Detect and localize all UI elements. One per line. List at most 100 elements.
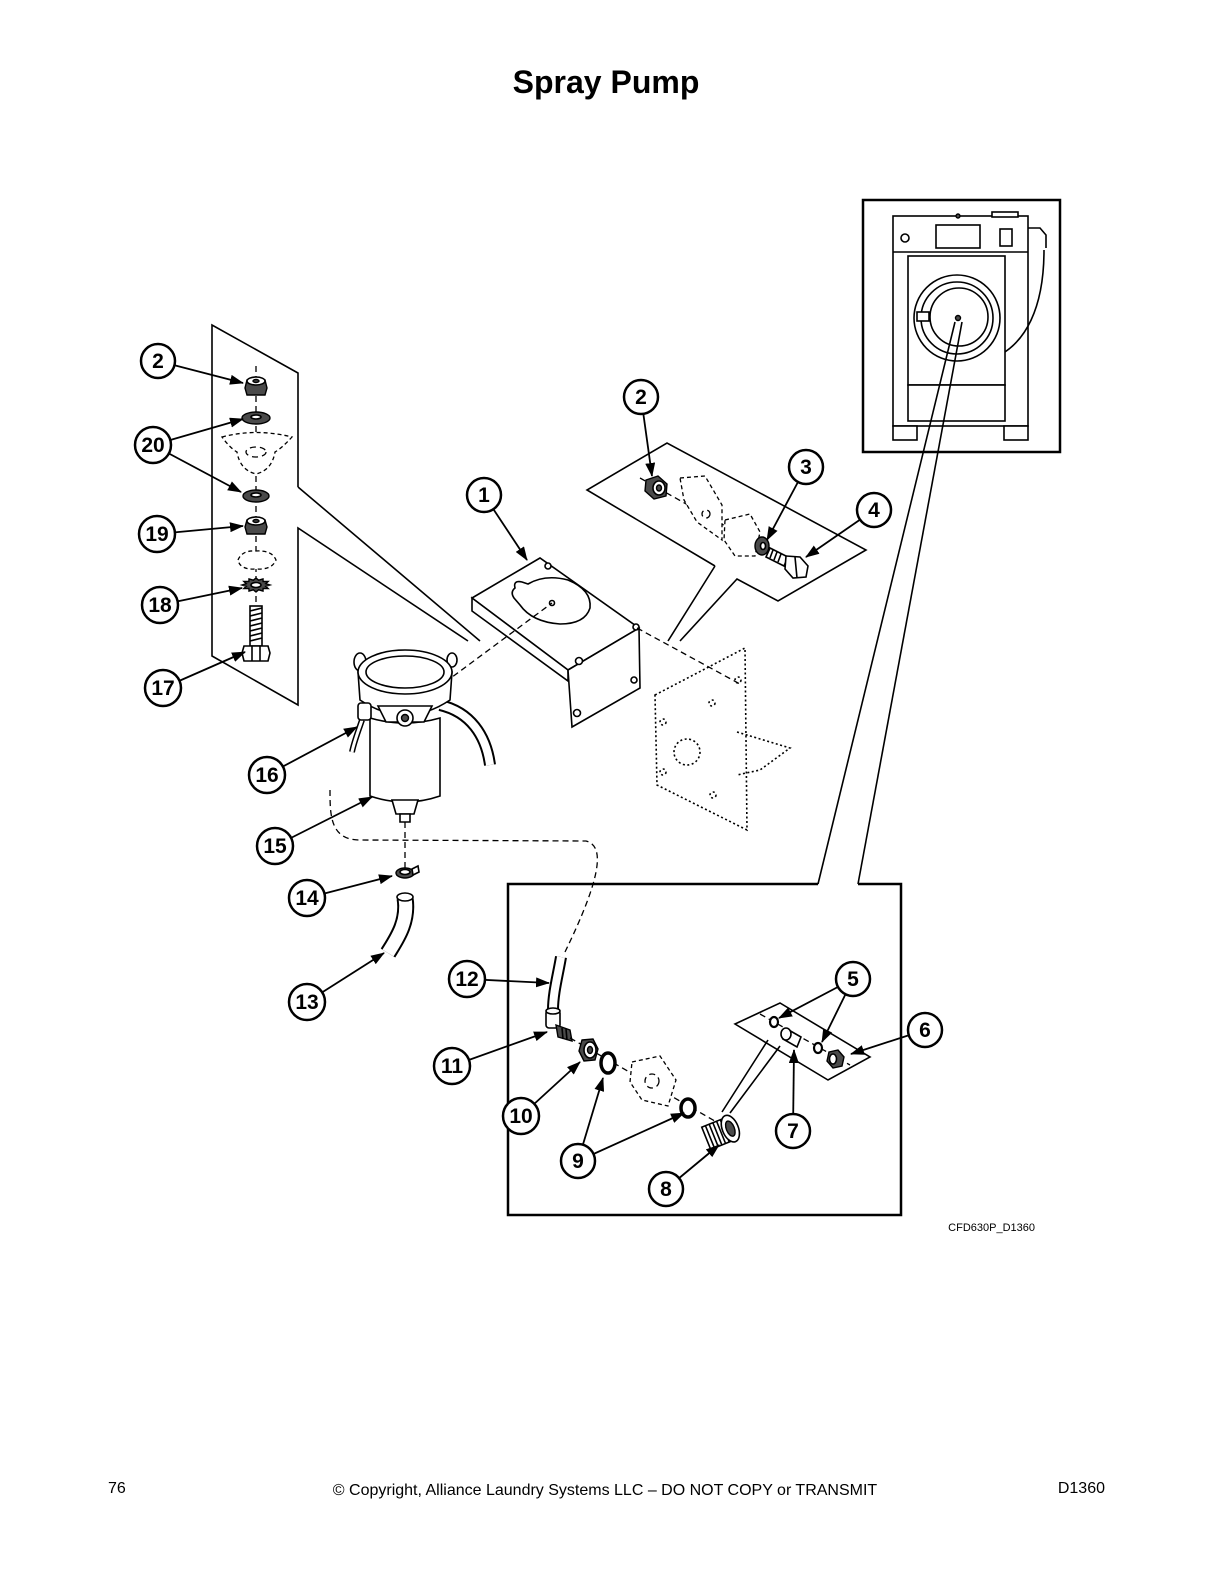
machine-top-vent (991, 211, 1019, 218)
callout-circle (143, 668, 183, 708)
callout-label: 3 (800, 456, 812, 479)
bracket-hardware-panel (585, 442, 868, 642)
callout-13-hose: 13 (287, 982, 327, 1022)
washer-inner (250, 492, 262, 498)
nut-hole (252, 518, 260, 524)
elbow-top (545, 1007, 561, 1015)
hex-nut (244, 516, 268, 535)
callout-12-hose: 12 (447, 959, 487, 999)
washer-lower (242, 489, 270, 503)
callout-label: 11 (441, 1055, 464, 1078)
hose-route-line (329, 789, 598, 953)
drum-center (954, 314, 962, 322)
machine-top-bolt (955, 213, 961, 219)
nozzle-centerline (759, 1013, 851, 1066)
nozzle-plate (733, 1002, 872, 1081)
callout-10-nut: 10 (501, 1096, 541, 1136)
fitting-bore (724, 1120, 736, 1137)
supply-hose (547, 955, 567, 1011)
washer-inner (250, 414, 262, 420)
callout-label: 20 (141, 434, 164, 457)
callout-label: 4 (868, 499, 880, 522)
panel-outline (629, 1055, 677, 1107)
wall-plate-hole-small (709, 791, 717, 799)
o-ring-upper (599, 1051, 617, 1075)
mount-grommet-reference (220, 431, 294, 475)
machine-bracket-reference (654, 646, 792, 832)
callout-17-bolt: 17 (143, 668, 183, 708)
callout-label: 2 (152, 350, 164, 373)
callout-label: 13 (295, 991, 318, 1014)
bracket-to-wall-line (636, 627, 741, 685)
spray-nozzle-detail-box (506, 321, 963, 1217)
pump-drain-fitting (390, 799, 420, 815)
mounting-bracket (470, 557, 641, 729)
bracket-reference-1 (679, 475, 723, 542)
callout-1-bracket: 1 (465, 476, 503, 514)
callout-circle (774, 1112, 812, 1150)
callout-circle (255, 826, 295, 866)
callout-18-star-washer: 18 (140, 585, 180, 625)
lock-nut (644, 475, 668, 500)
callout-circle (133, 425, 173, 465)
star-washer-hole (250, 581, 262, 589)
bracket-reference-hole (701, 509, 711, 519)
hose-clamp (395, 864, 420, 879)
star-washer (239, 577, 273, 593)
callout-label: 15 (263, 835, 287, 858)
callout-label: 17 (151, 677, 174, 700)
grommet-outline (220, 431, 294, 475)
bracket-hole-4 (630, 676, 638, 684)
callout-2-lock-nut: 2 (139, 342, 177, 380)
door-handle (916, 311, 930, 322)
machine-display (935, 224, 981, 249)
machine-location-inset (861, 198, 1062, 454)
callout-5-o-ring: 5 (834, 960, 872, 998)
page-number: 76 (108, 1480, 126, 1497)
machine-foot-left (892, 425, 918, 441)
wall-plate-hole-small (659, 768, 667, 776)
callout-circle (787, 448, 825, 486)
bracket-hole-back (544, 562, 552, 570)
callout-15-pump: 15 (255, 826, 295, 866)
hex-bolt (241, 605, 271, 662)
nozzle-insert (780, 1027, 803, 1049)
callout-2-bracket-nut: 2 (622, 378, 660, 416)
callouts: 2 20 19 18 17 16 15 14 13 1 2 3 4 12 11 … (133, 342, 944, 1208)
callout-11-elbow: 11 (432, 1046, 472, 1086)
callout-circle (247, 755, 287, 795)
callout-circle (559, 1142, 597, 1180)
cap-face (828, 1053, 838, 1065)
callout-label: 14 (295, 887, 319, 910)
callout-circle (647, 1170, 685, 1208)
plate-zoom-lines (721, 1039, 781, 1114)
inset-frame (861, 198, 1062, 454)
jam-nut (578, 1038, 599, 1062)
panel-outline (211, 323, 481, 707)
pump-lid (365, 655, 445, 689)
callout-label: 8 (660, 1178, 672, 1201)
bracket-side-plate (567, 626, 641, 729)
kick-panel (907, 384, 1006, 422)
callout-label: 6 (919, 1019, 931, 1042)
callout-20-washer: 20 (133, 425, 173, 465)
bracket-hole-1 (574, 656, 584, 666)
callout-6-cap: 6 (906, 1011, 944, 1049)
washer-upper (241, 411, 271, 425)
grommet-hole (245, 446, 267, 458)
detail-box-outline (506, 882, 903, 1217)
machine-foot-right (1003, 425, 1029, 441)
machine-switch (999, 228, 1013, 247)
callout-circle (906, 1011, 944, 1049)
bulkhead-fitting (700, 1114, 741, 1151)
callout-3-washer: 3 (787, 448, 825, 486)
bolt-threads (249, 607, 263, 642)
nut-hole (655, 484, 663, 492)
callout-circle (465, 476, 503, 514)
drain-hose (380, 892, 415, 958)
bolt-head-facets (251, 646, 261, 661)
washer-inner (759, 541, 767, 551)
clamp-hole (399, 868, 411, 876)
machine-supply-pipe (1028, 227, 1047, 248)
